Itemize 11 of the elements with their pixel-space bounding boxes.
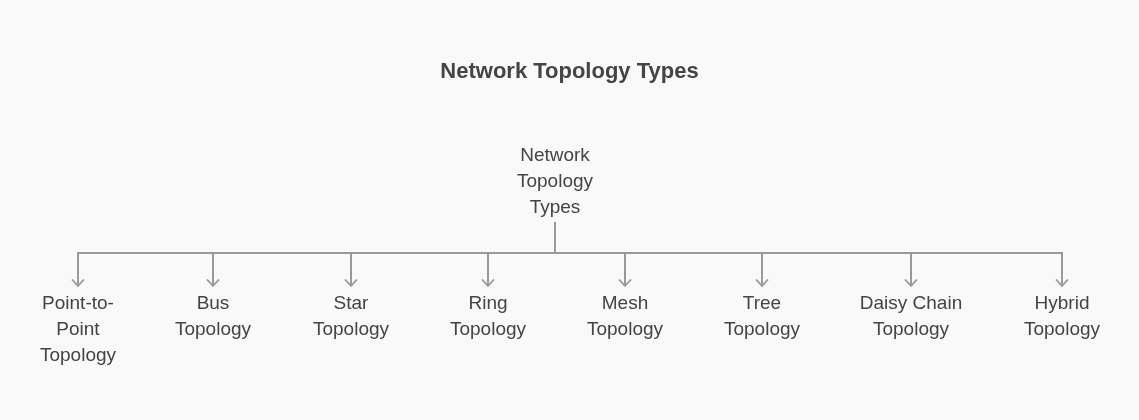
arrow xyxy=(554,221,1069,287)
topology-label: Point-to-Point Topology xyxy=(38,291,118,367)
topology-label: Ring Topology xyxy=(448,291,528,341)
diagram-title: Network Topology Types xyxy=(439,58,700,84)
topology-label: Star Topology xyxy=(311,291,391,341)
topology-label: Bus Topology xyxy=(173,291,253,341)
topology-label: Hybrid Topology xyxy=(1022,291,1102,341)
topology-label: Mesh Topology xyxy=(585,291,665,341)
root-label: Network Topology Types xyxy=(515,143,595,219)
topology-label: Daisy Chain Topology xyxy=(858,291,964,341)
topology-label: Tree Topology xyxy=(722,291,802,341)
